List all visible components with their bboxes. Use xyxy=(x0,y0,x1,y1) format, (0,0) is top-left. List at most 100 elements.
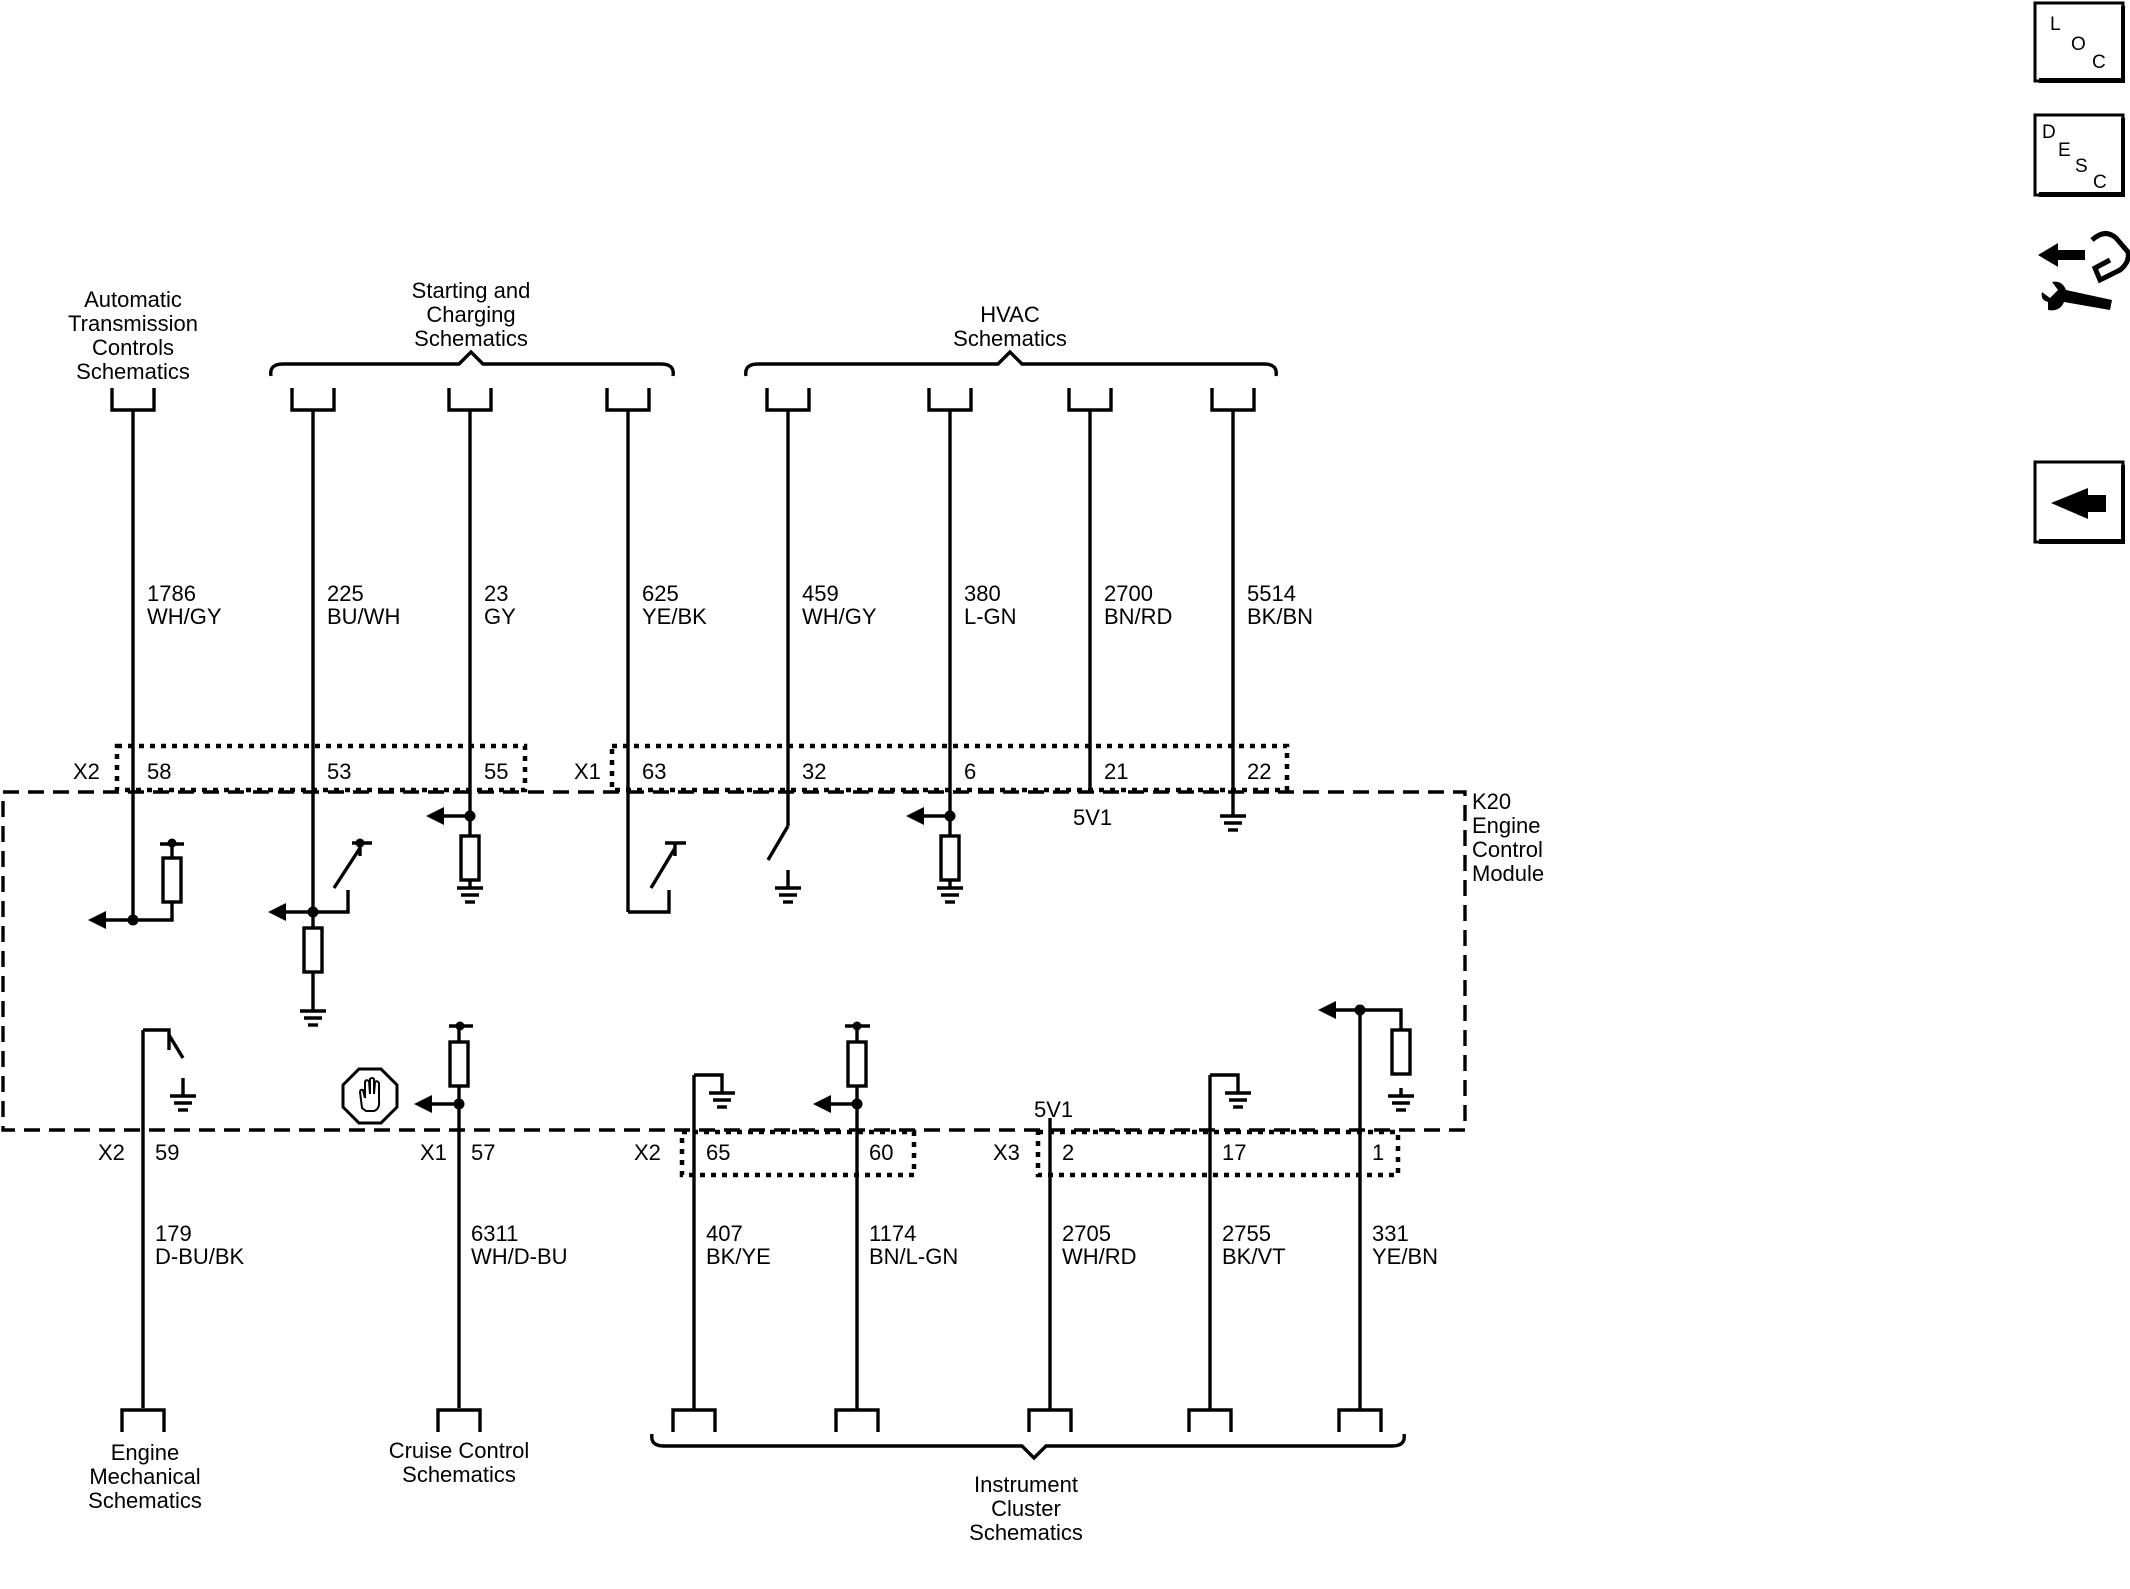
brace-instrument-cluster xyxy=(650,1433,1406,1461)
pin-number-17-bottom: 17 xyxy=(1222,1140,1246,1165)
module-label-line-3: Control xyxy=(1472,837,1543,862)
circuit-number-459: 459 xyxy=(802,581,839,606)
pin-number-6-top: 6 xyxy=(964,759,976,784)
circuit-number-380: 380 xyxy=(964,581,1001,606)
connector-symbol-bottom-0 xyxy=(120,1408,166,1432)
arrow-left-icon xyxy=(2051,488,2106,519)
circuit-number-6311: 6311 xyxy=(471,1221,518,1246)
section-title-atc-line-3: Controls xyxy=(92,335,174,360)
connector-label-x2-bottom: X2 xyxy=(98,1140,125,1165)
section-title-sc-line-1: Starting and xyxy=(412,278,531,303)
connector-symbol-top-1 xyxy=(290,388,336,412)
wire-color-625: YE/BK xyxy=(642,604,707,629)
connector-x3-bottom xyxy=(1035,1129,1401,1178)
connector-label-x3-bottom: X3 xyxy=(993,1140,1020,1165)
desc-letter-c: C xyxy=(2093,172,2107,193)
connector-symbol-bottom-6 xyxy=(1337,1408,1383,1432)
pin-number-2-bottom: 2 xyxy=(1062,1140,1074,1165)
circuit-number-23: 23 xyxy=(484,581,508,606)
pin-number-21-top: 21 xyxy=(1104,759,1128,784)
pin-number-60-bottom: 60 xyxy=(869,1140,893,1165)
pin-number-59-bottom: 59 xyxy=(155,1140,179,1165)
circuit-number-625: 625 xyxy=(642,581,679,606)
wire-color-23: GY xyxy=(484,604,516,629)
bottom-connector-symbols xyxy=(120,1408,1383,1432)
loc-letter-o: O xyxy=(2071,34,2086,55)
section-title-atc-line-1: Automatic xyxy=(84,287,182,312)
connector-symbol-top-7 xyxy=(1210,388,1256,412)
connector-x2-top xyxy=(114,743,528,793)
wire-color-1174: BN/L-GN xyxy=(869,1244,958,1269)
circuit-number-1174: 1174 xyxy=(869,1221,916,1246)
k20-module-outline xyxy=(1,790,1467,1132)
ref-5v1-top: 5V1 xyxy=(1073,805,1112,830)
section-title-ic-line-1: Instrument xyxy=(974,1472,1078,1497)
pin-number-1-bottom: 1 xyxy=(1372,1140,1384,1165)
connector-x2-bottom xyxy=(679,1129,917,1178)
desc-letter-e: E xyxy=(2058,140,2071,161)
wire-color-1786: WH/GY xyxy=(147,604,222,629)
repair-procedure-icon[interactable] xyxy=(2038,231,2130,311)
desc-letter-s: S xyxy=(2075,156,2088,177)
pin-number-55-top: 55 xyxy=(484,759,508,784)
pin-number-58-top: 58 xyxy=(147,759,171,784)
connector-label-x2-top: X2 xyxy=(73,759,100,784)
connector-symbol-top-2 xyxy=(447,388,493,412)
wire-color-459: WH/GY xyxy=(802,604,877,629)
circuit-number-407: 407 xyxy=(706,1221,743,1246)
brace-starting-charging xyxy=(269,349,675,377)
pin-number-57-bottom: 57 xyxy=(471,1140,495,1165)
pin-number-32-top: 32 xyxy=(802,759,826,784)
connector-label-x1-top: X1 xyxy=(574,759,601,784)
section-title-atc-line-4: Schematics xyxy=(76,359,190,384)
connector-symbol-top-0 xyxy=(110,388,156,412)
wire-color-225: BU/WH xyxy=(327,604,400,629)
desc-letter-d: D xyxy=(2042,122,2056,143)
section-title-cc-line-2: Schematics xyxy=(402,1462,516,1487)
wire-color-6311: WH/D-BU xyxy=(471,1244,568,1269)
circuit-number-5514: 5514 xyxy=(1247,581,1296,606)
wire-color-2755: BK/VT xyxy=(1222,1244,1286,1269)
loc-button[interactable]: L O C xyxy=(2033,1,2125,83)
section-title-em-line-1: Engine xyxy=(111,1440,180,1465)
circuit-number-225: 225 xyxy=(327,581,364,606)
section-title-ic-line-2: Cluster xyxy=(991,1496,1061,1521)
pin-number-65-bottom: 65 xyxy=(706,1140,730,1165)
wire-color-380: L-GN xyxy=(964,604,1017,629)
connector-label-x2-bottom-2: X2 xyxy=(634,1140,661,1165)
circuit-number-1786: 1786 xyxy=(147,581,196,606)
wire-color-5514: BK/BN xyxy=(1247,604,1313,629)
section-title-em-line-3: Schematics xyxy=(88,1488,202,1513)
circuit-number-2755: 2755 xyxy=(1222,1221,1271,1246)
connector-symbol-bottom-4 xyxy=(1027,1408,1073,1432)
ref-5v1-bottom: 5V1 xyxy=(1034,1097,1073,1122)
section-title-ic-line-3: Schematics xyxy=(969,1520,1083,1545)
pin-number-53-top: 53 xyxy=(327,759,351,784)
wire-color-407: BK/YE xyxy=(706,1244,771,1269)
desc-button[interactable]: D E S C xyxy=(2033,113,2125,197)
brace-hvac xyxy=(744,349,1278,377)
section-title-atc-line-2: Transmission xyxy=(68,311,198,336)
connector-label-x1-bottom: X1 xyxy=(420,1140,447,1165)
circuit-number-2700: 2700 xyxy=(1104,581,1153,606)
connector-symbol-top-5 xyxy=(927,388,973,412)
module-label-line-2: Engine xyxy=(1472,813,1541,838)
circuit-number-179: 179 xyxy=(155,1221,192,1246)
back-button[interactable] xyxy=(2033,460,2125,544)
connector-symbol-bottom-1 xyxy=(436,1408,482,1432)
connector-symbol-bottom-2 xyxy=(671,1408,717,1432)
section-title-hvac-line-2: Schematics xyxy=(953,326,1067,351)
loc-letter-c: C xyxy=(2092,52,2106,73)
wire-color-2705: WH/RD xyxy=(1062,1244,1137,1269)
connector-symbol-top-4 xyxy=(765,388,811,412)
module-label-line-1: K20 xyxy=(1472,789,1511,814)
pin-number-22-top: 22 xyxy=(1247,759,1271,784)
hand-caution-icon[interactable] xyxy=(341,1067,399,1125)
section-title-sc-line-2: Charging xyxy=(426,302,515,327)
pin-number-63-top: 63 xyxy=(642,759,666,784)
circuit-number-331: 331 xyxy=(1372,1221,1409,1246)
k20-internal-circuits-top xyxy=(88,806,1248,1027)
connector-symbol-bottom-3 xyxy=(834,1408,880,1432)
circuit-number-2705: 2705 xyxy=(1062,1221,1111,1246)
top-connector-symbols xyxy=(110,388,1256,412)
